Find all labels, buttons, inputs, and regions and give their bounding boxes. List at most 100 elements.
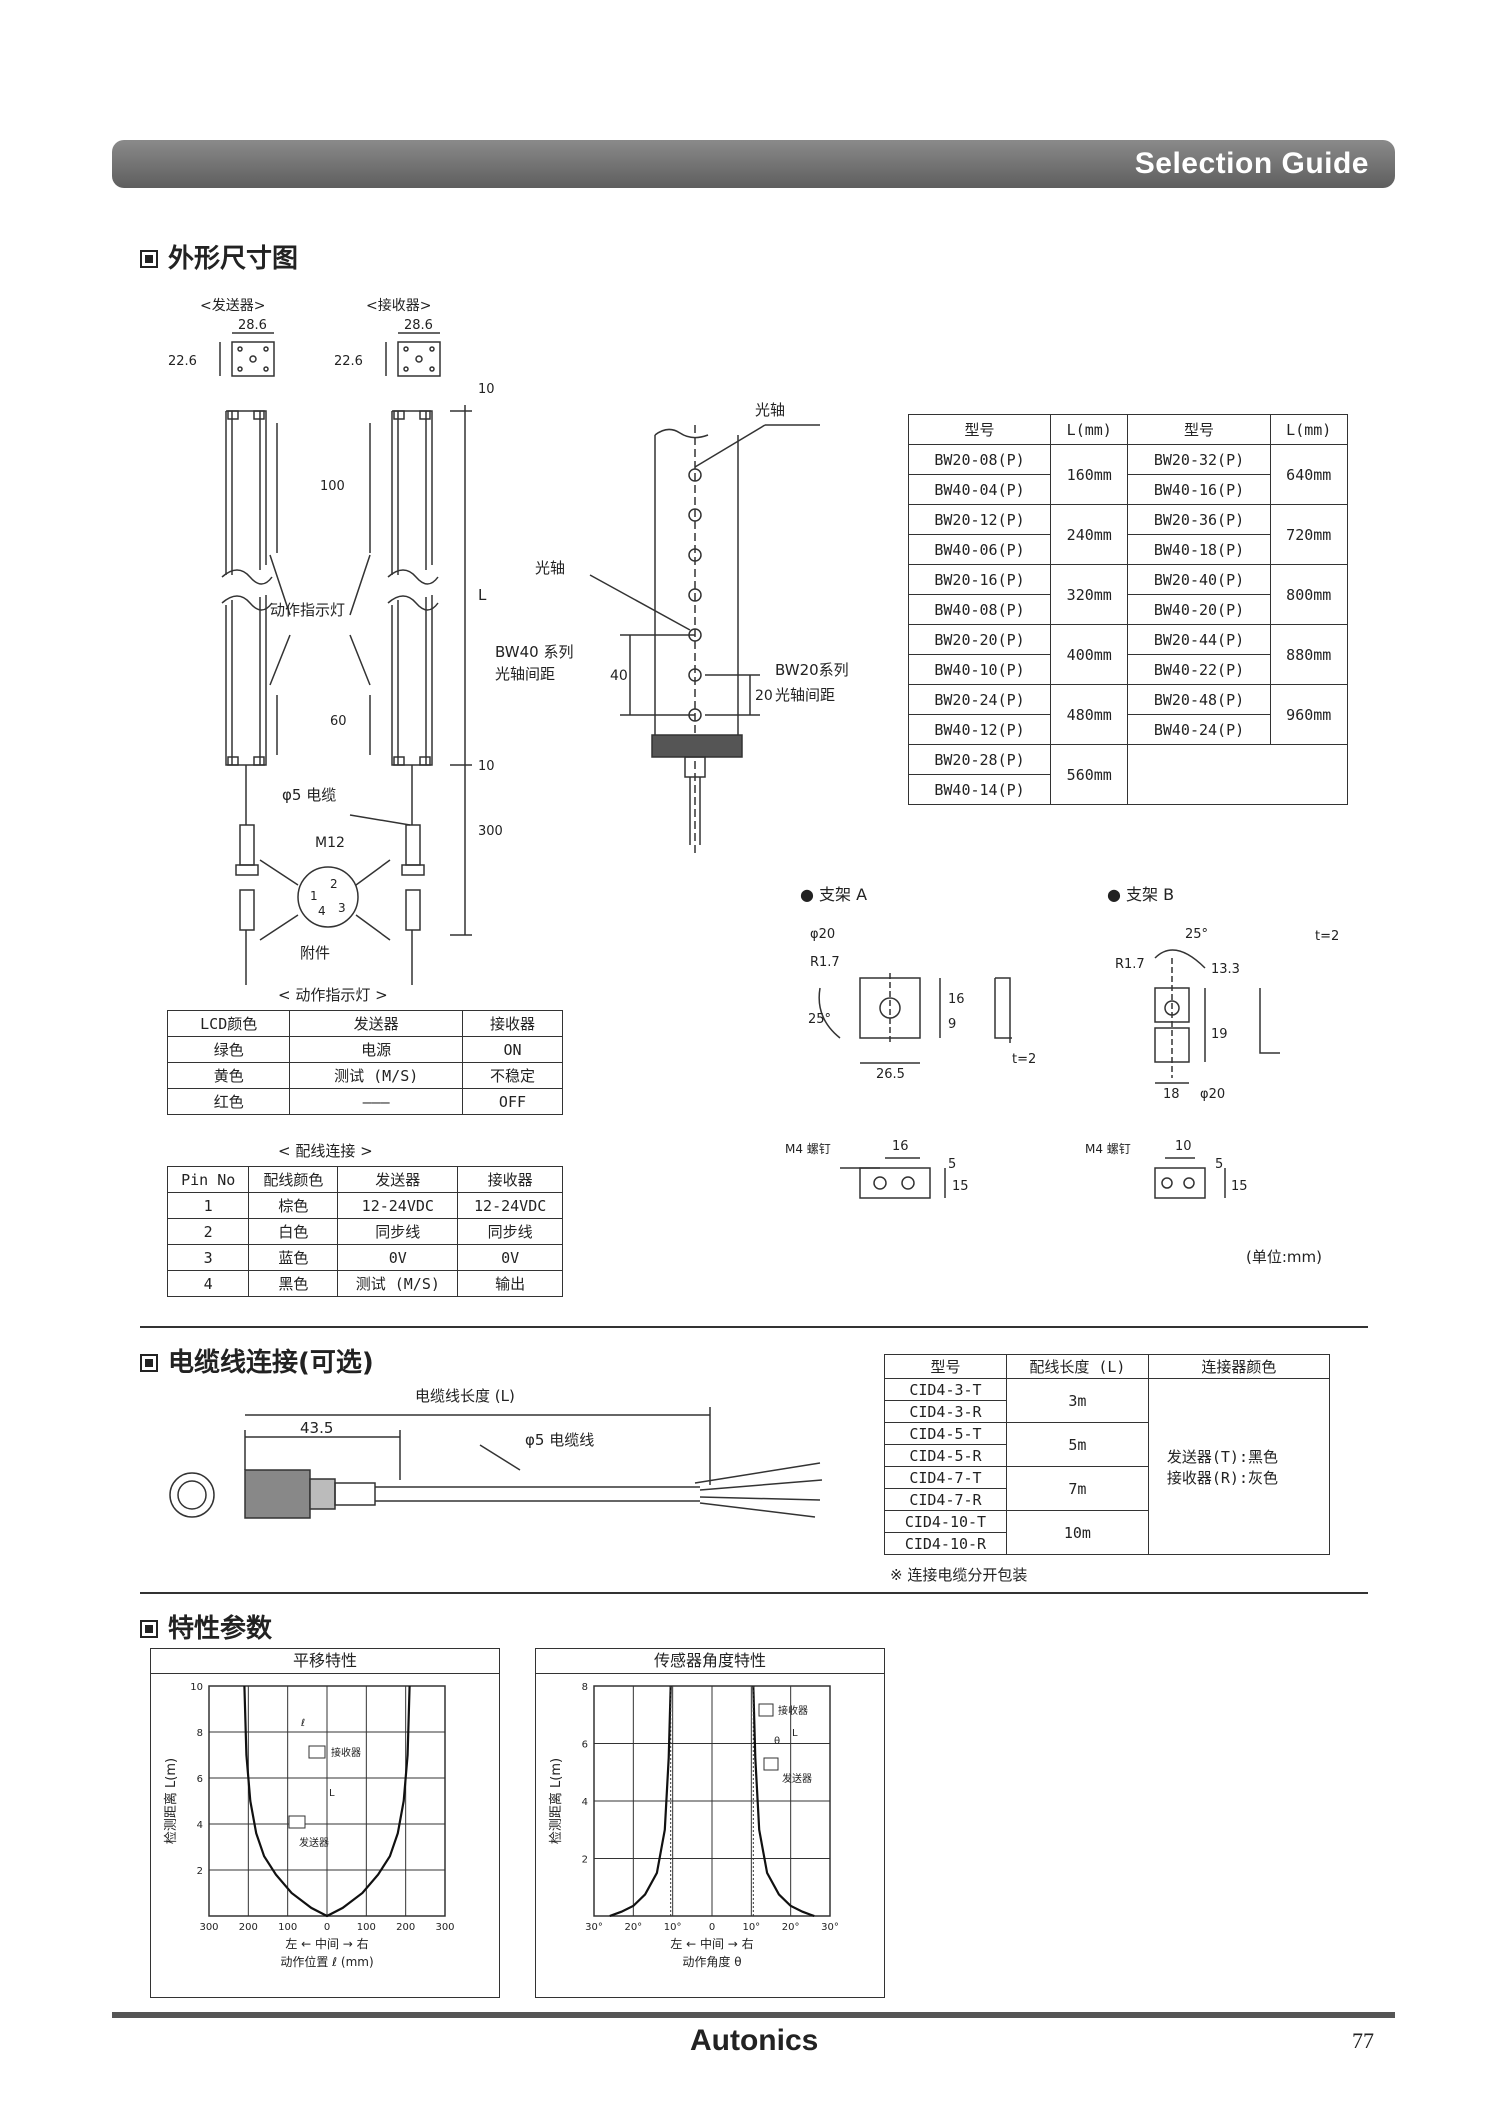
table-cell: BW40-06(P) bbox=[907, 534, 1052, 565]
y-tick-label: 6 bbox=[582, 1740, 588, 1751]
bracket-a-screw: M4 螺钉 bbox=[785, 1142, 831, 1156]
section-title-text: 电缆线连接(可选) bbox=[168, 1348, 374, 1378]
cable-label: φ5 电缆 bbox=[282, 786, 336, 804]
x-axis-label: 动作角度 θ bbox=[682, 1954, 741, 1969]
header-banner: Selection Guide bbox=[112, 140, 1395, 188]
accessory-label: 附件 bbox=[300, 944, 330, 962]
th-model-2: 型号 bbox=[1127, 414, 1271, 445]
bracket-b-h2: 19 bbox=[1211, 1027, 1228, 1042]
bracket-b-drawing: ● 支架 B 25° R1.7 13.3 19 t=2 18 φ20 M4 螺钉… bbox=[1085, 885, 1339, 1199]
table-cell: BW20-12(P) bbox=[907, 504, 1052, 535]
table-cell: ON bbox=[461, 1036, 564, 1063]
table-cell: BW20-44(P) bbox=[1127, 624, 1271, 655]
series-line bbox=[752, 1685, 815, 1918]
bw20-pitch-line1: BW20系列 bbox=[775, 661, 849, 679]
th-receiver: 接收器 bbox=[461, 1010, 564, 1037]
annot-theta: θ bbox=[774, 1736, 780, 1747]
table-cell: 960mm bbox=[1269, 684, 1349, 745]
th-cable-length: 配线长度 (L) bbox=[1005, 1354, 1149, 1379]
dim-depth-1: 22.6 bbox=[168, 354, 197, 369]
y-tick-label: 8 bbox=[197, 1728, 203, 1739]
x-axis-label: 动作位置 ℓ (mm) bbox=[280, 1954, 373, 1969]
page-title: Selection Guide bbox=[1134, 147, 1369, 180]
bracket-b-s-h2: 15 bbox=[1231, 1179, 1248, 1194]
table-cell: 3 bbox=[166, 1244, 250, 1271]
x-tick-label: 100 bbox=[357, 1922, 376, 1933]
transmitter-top-view bbox=[231, 341, 275, 377]
bracket-a-angle: 25° bbox=[808, 1012, 831, 1027]
unit-note: (单位:mm) bbox=[1246, 1248, 1322, 1266]
section-divider bbox=[140, 1326, 1368, 1328]
pin-4: 4 bbox=[318, 904, 326, 918]
bw40-pitch-line2: 光轴间距 bbox=[495, 665, 555, 683]
table-cell: 3m bbox=[1005, 1378, 1149, 1423]
bracket-b-angle: 25° bbox=[1185, 927, 1208, 942]
optical-axis-top-label: 光轴 bbox=[755, 401, 785, 419]
table-cell: BW40-10(P) bbox=[907, 654, 1052, 685]
x-tick-label: 100 bbox=[278, 1922, 297, 1933]
table-cell: 7m bbox=[1005, 1466, 1149, 1511]
bracket-a-s-h1: 5 bbox=[948, 1157, 956, 1172]
autonics-logo: Autonics bbox=[690, 2024, 819, 2057]
cable-drawing: 电缆线长度 (L) 43.5 φ5 电缆线 bbox=[169, 1387, 823, 1519]
table-cell: 同步线 bbox=[457, 1218, 563, 1245]
table-cell: CID4-10-R bbox=[884, 1532, 1007, 1555]
receiver-label: <接收器> bbox=[366, 297, 431, 314]
table-cell: 黑色 bbox=[248, 1270, 339, 1297]
m12-label: M12 bbox=[315, 835, 345, 851]
bracket-a-title: ● 支架 A bbox=[800, 885, 867, 904]
x-tick-label: 10° bbox=[742, 1922, 760, 1933]
optical-axis-mid-label: 光轴 bbox=[535, 559, 565, 577]
footer-divider bbox=[112, 2012, 1395, 2018]
bracket-a-s-w: 16 bbox=[892, 1139, 909, 1154]
pin-3: 3 bbox=[338, 901, 346, 915]
table-cell: 输出 bbox=[457, 1270, 563, 1297]
bracket-a-drawing: ● 支架 A φ20 R1.7 25° 26.5 16 9 t=2 M4 螺钉 … bbox=[785, 885, 1036, 1199]
table-cell: 880mm bbox=[1269, 624, 1349, 685]
y-tick-label: 10 bbox=[190, 1682, 203, 1693]
table-cell: ——— bbox=[289, 1088, 463, 1115]
dim-L: L bbox=[478, 586, 487, 604]
table-cell: 绿色 bbox=[166, 1036, 291, 1063]
table-cell: 800mm bbox=[1269, 564, 1349, 625]
table-cell: 5m bbox=[1005, 1422, 1149, 1467]
y-tick-label: 8 bbox=[582, 1682, 588, 1693]
table-cell: 测试 (M/S) bbox=[337, 1270, 459, 1297]
annot-transmitter: 发送器 bbox=[782, 1772, 812, 1785]
y-axis-label: 检测距离 L(m) bbox=[163, 1758, 179, 1844]
dim-10-top: 10 bbox=[478, 382, 495, 397]
table-cell: BW20-40(P) bbox=[1127, 564, 1271, 595]
bracket-a-t: t=2 bbox=[1012, 1052, 1036, 1067]
annot-receiver: 接收器 bbox=[331, 1746, 361, 1759]
receiver-top-view bbox=[397, 341, 441, 377]
x-direction-label: 左 ← 中间 → 右 bbox=[285, 1936, 368, 1951]
annot-L: L bbox=[792, 1728, 798, 1739]
connector-color-cell: 发送器(T):黑色 接收器(R):灰色 bbox=[1147, 1378, 1331, 1555]
dim-10-bottom: 10 bbox=[478, 759, 495, 774]
table-cell: BW20-48(P) bbox=[1127, 684, 1271, 715]
indicator-table-title: < 动作指示灯 > bbox=[278, 986, 388, 1004]
bracket-b-h1: 13.3 bbox=[1211, 962, 1240, 977]
table-cell: BW20-20(P) bbox=[907, 624, 1052, 655]
table-cell: 4 bbox=[166, 1270, 250, 1297]
bracket-b-title: ● 支架 B bbox=[1107, 885, 1174, 904]
receiver-sensor-icon bbox=[758, 1703, 774, 1717]
bracket-a-h1: 16 bbox=[948, 992, 965, 1007]
table-cell: 10m bbox=[1005, 1510, 1149, 1555]
y-tick-label: 6 bbox=[197, 1774, 203, 1785]
table-cell: 棕色 bbox=[248, 1192, 339, 1219]
table-cell: BW20-08(P) bbox=[907, 444, 1052, 475]
connector-color-transmitter: 发送器(T):黑色 bbox=[1166, 1447, 1278, 1466]
y-axis-label: 检测距离 L(m) bbox=[548, 1758, 564, 1844]
annot-transmitter: 发送器 bbox=[299, 1836, 329, 1849]
indicator-callout: 动作指示灯 bbox=[270, 601, 345, 619]
table-cell: 240mm bbox=[1050, 504, 1129, 565]
table-cell: BW40-24(P) bbox=[1127, 714, 1271, 745]
table-cell: CID4-5-T bbox=[884, 1422, 1007, 1445]
section-title-characteristics: 特性参数 bbox=[140, 1608, 272, 1645]
table-cell: 480mm bbox=[1050, 684, 1129, 745]
table-cell: BW20-24(P) bbox=[907, 684, 1052, 715]
